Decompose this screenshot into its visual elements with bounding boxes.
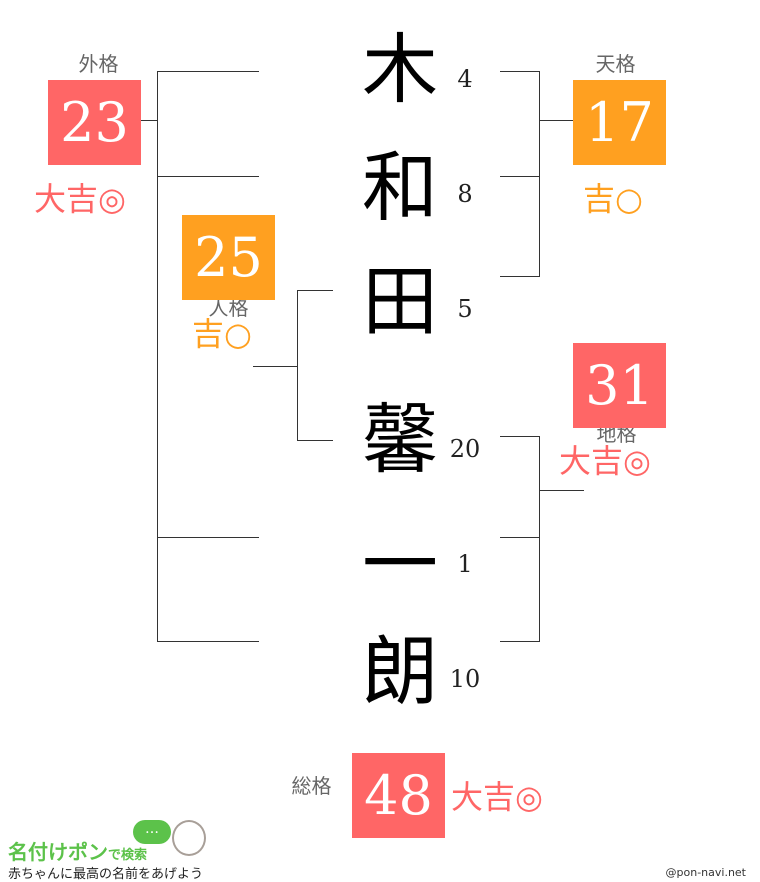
name-char: 一 (362, 520, 438, 609)
baby-face-icon (172, 820, 206, 856)
tenkaku-value: 17 (573, 80, 666, 165)
gaikaku-value: 23 (48, 80, 141, 165)
stroke-count: 20 (449, 435, 481, 463)
chat-bubble-icon: … (133, 820, 171, 844)
soukaku-fortune: 大吉◎ (451, 778, 543, 816)
stroke-count: 8 (457, 180, 473, 208)
stroke-count: 1 (457, 550, 473, 578)
soukaku-label: 総格 (291, 774, 332, 798)
logo-suffix: で検索 (108, 848, 148, 863)
jinkaku-label: 人格 (208, 296, 249, 320)
site-logo: 名付けポンで検索 (8, 836, 147, 865)
stroke-count: 10 (449, 665, 481, 693)
gaikaku-fortune: 大吉◎ (34, 180, 126, 218)
chikaku-value: 31 (573, 343, 666, 428)
name-char: 和 (362, 143, 438, 232)
logo-text: 名付けポン (8, 840, 108, 864)
tenkaku-fortune: 吉○ (583, 180, 643, 218)
name-char: 木 (362, 25, 438, 114)
chikaku-fortune: 大吉◎ (559, 442, 651, 480)
jinkaku-value: 25 (182, 215, 275, 300)
stroke-count: 5 (457, 295, 473, 323)
stroke-count: 4 (457, 65, 473, 93)
name-char: 馨 (362, 395, 438, 484)
gaikaku-label: 外格 (78, 52, 119, 76)
tenkaku-label: 天格 (595, 52, 636, 76)
name-char: 田 (362, 257, 438, 346)
soukaku-value: 48 (352, 753, 445, 838)
credit: @pon-navi.net (665, 866, 746, 879)
jinkaku-fortune: 吉○ (192, 315, 252, 353)
name-char: 朗 (362, 627, 438, 716)
tagline: 赤ちゃんに最高の名前をあげよう (8, 867, 204, 882)
